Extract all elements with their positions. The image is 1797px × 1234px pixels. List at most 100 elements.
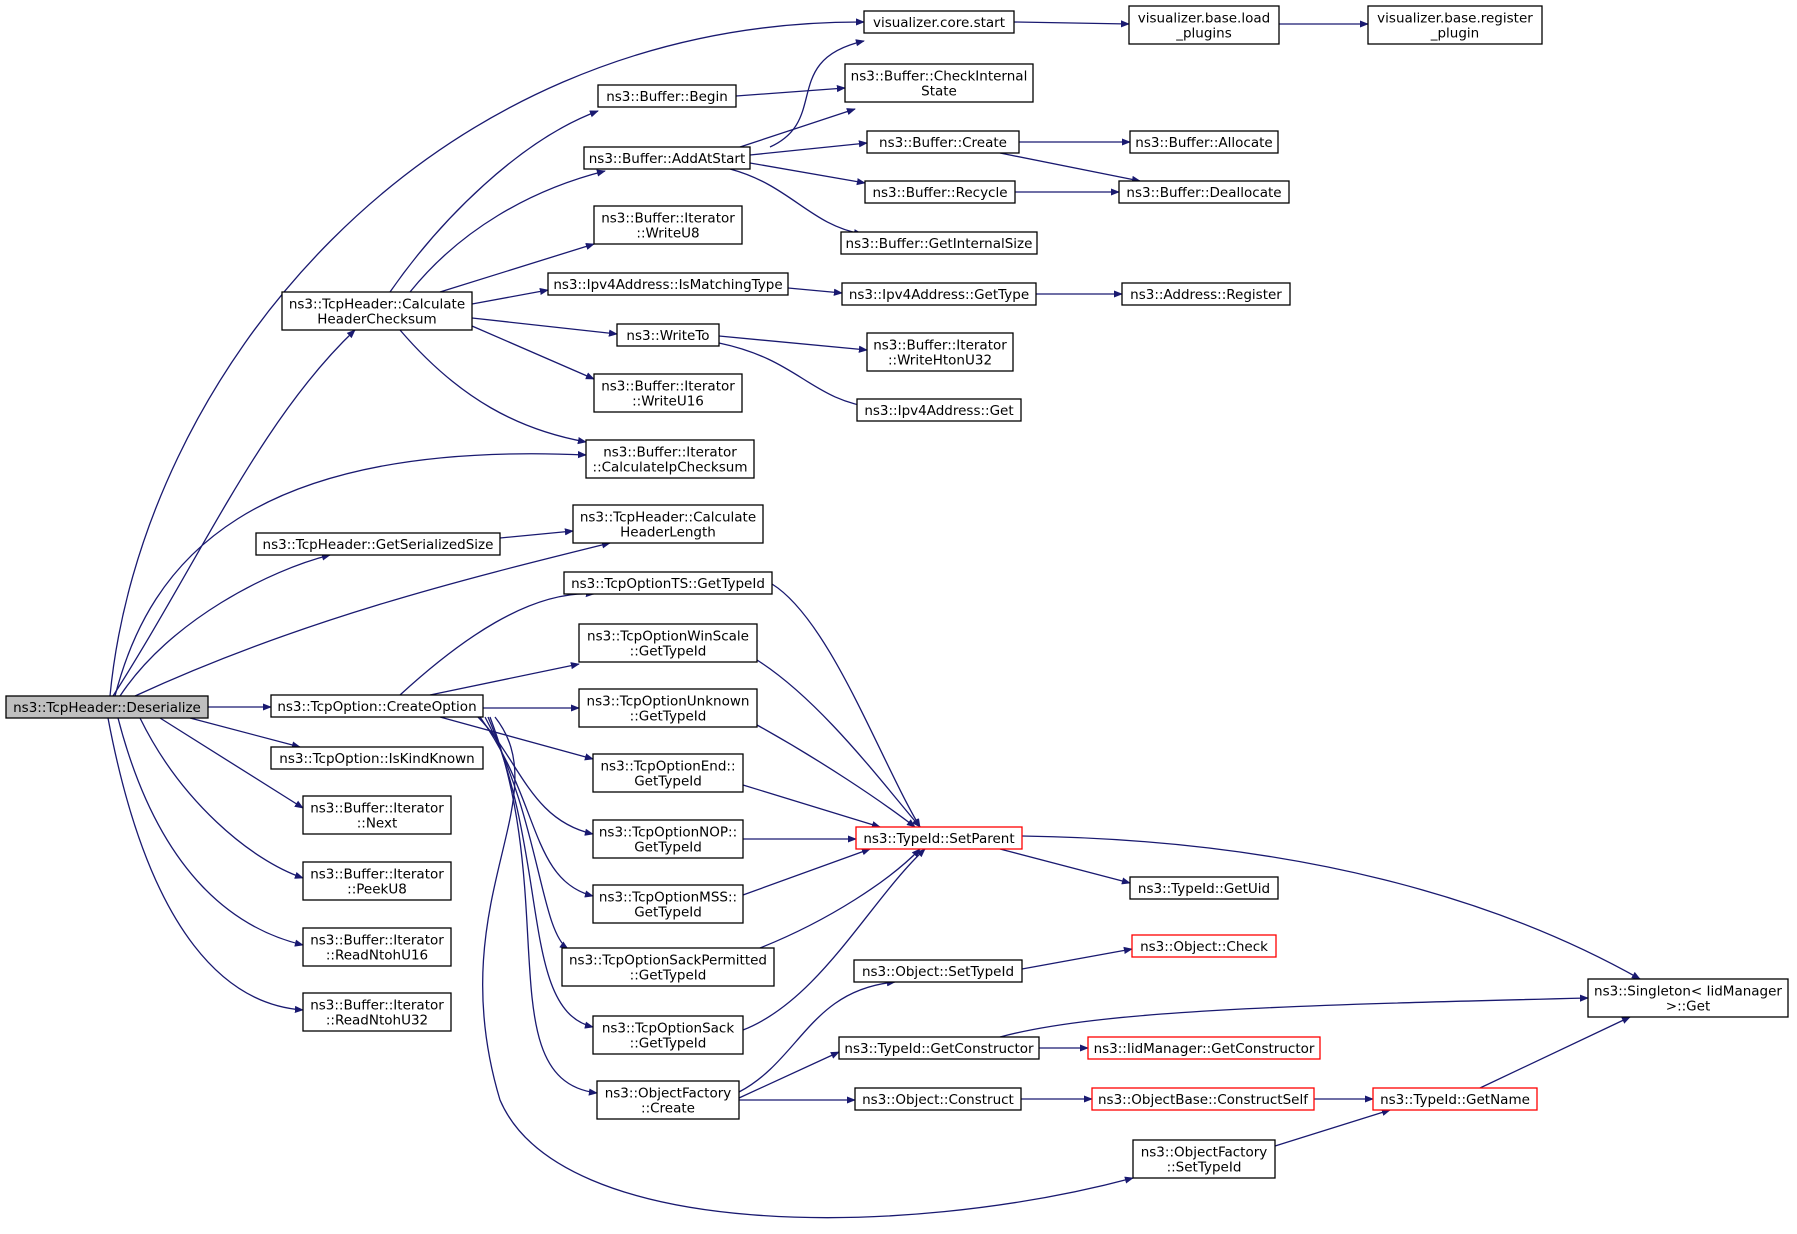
- node-box: [856, 398, 1022, 422]
- edge-writeto-to-ipv4_get: [718, 342, 877, 411]
- node-label-line: ns3::Buffer::Allocate: [1135, 135, 1272, 151]
- node-obj-construct[interactable]: ns3::Object::Construct: [854, 1087, 1022, 1111]
- node-label-line: ns3::ObjectBase::ConstructSelf: [1098, 1092, 1309, 1108]
- node-vis-load[interactable]: visualizer.base.load_plugins: [1128, 5, 1280, 45]
- node-label-line: ns3::Buffer::Iterator: [310, 933, 444, 949]
- node-it-writeu8[interactable]: ns3::Buffer::Iterator::WriteU8: [593, 205, 743, 245]
- node-label-line: ::SetTypeId: [1167, 1160, 1242, 1176]
- edge-objfactory_create-to-obj_settypeid: [738, 979, 896, 1093]
- node-optmss[interactable]: ns3::TcpOptionMSS::GetTypeId: [592, 884, 744, 924]
- node-box: [1121, 282, 1291, 306]
- node-readntoh16[interactable]: ns3::Buffer::Iterator::ReadNtohU16: [302, 927, 452, 967]
- node-buf-begin[interactable]: ns3::Buffer::Begin: [597, 84, 737, 108]
- node-buf-getintsize[interactable]: ns3::Buffer::GetInternalSize: [840, 231, 1038, 255]
- node-label-line: GetTypeId: [634, 905, 702, 921]
- edge-calc_checksum-to-ipv4_ismatching: [471, 287, 549, 305]
- node-label-line: ns3::Buffer::Iterator: [603, 445, 737, 461]
- node-singleton-get[interactable]: ns3::Singleton< IidManager>::Get: [1587, 978, 1789, 1018]
- node-ipv4-gettype[interactable]: ns3::Ipv4Address::GetType: [841, 282, 1037, 306]
- node-createoption[interactable]: ns3::TcpOption::CreateOption: [270, 694, 484, 718]
- node-label-line: visualizer.base.register: [1377, 11, 1533, 27]
- node-box: [302, 861, 452, 901]
- node-writeto[interactable]: ns3::WriteTo: [616, 323, 720, 347]
- node-box: [302, 795, 452, 835]
- node-getconstructor[interactable]: ns3::TypeId::GetConstructor: [838, 1036, 1040, 1060]
- node-label-line: ns3::Buffer::AddAtStart: [589, 151, 746, 167]
- node-box: [585, 439, 755, 479]
- node-label-line: ns3::Buffer::Iterator: [310, 801, 444, 817]
- node-winscale[interactable]: ns3::TcpOptionWinScale::GetTypeId: [578, 623, 758, 663]
- node-label-line: >::Get: [1666, 999, 1710, 1015]
- node-getuid[interactable]: ns3::TypeId::GetUid: [1129, 876, 1279, 900]
- node-label-line: ns3::Buffer::Iterator: [873, 338, 1007, 354]
- node-label-line: ns3::TcpOptionWinScale: [587, 629, 749, 645]
- node-constructself[interactable]: ns3::ObjectBase::ConstructSelf: [1091, 1087, 1315, 1111]
- node-get-ser-size[interactable]: ns3::TcpHeader::GetSerializedSize: [255, 532, 501, 556]
- node-box: [1129, 876, 1279, 900]
- node-label-line: ns3::TcpOptionTS::GetTypeId: [571, 576, 765, 592]
- node-buf-allocate[interactable]: ns3::Buffer::Allocate: [1129, 130, 1279, 154]
- node-buf-deallocate[interactable]: ns3::Buffer::Deallocate: [1118, 180, 1290, 204]
- node-objfactory-settypeid[interactable]: ns3::ObjectFactory::SetTypeId: [1132, 1139, 1276, 1179]
- node-iid-getconstructor[interactable]: ns3::IidManager::GetConstructor: [1087, 1036, 1321, 1060]
- node-optnop[interactable]: ns3::TcpOptionNOP::GetTypeId: [592, 819, 744, 859]
- node-buf-addatstart[interactable]: ns3::Buffer::AddAtStart: [583, 146, 751, 170]
- node-buf-recycle[interactable]: ns3::Buffer::Recycle: [864, 180, 1016, 204]
- node-label-line: ns3::Ipv4Address::Get: [864, 403, 1013, 419]
- edge-optend-to-setparent: [742, 784, 881, 829]
- node-label-line: ns3::TcpOptionEnd::: [600, 759, 735, 775]
- node-label-line: visualizer.base.load: [1138, 11, 1270, 27]
- node-label-line: ns3::Buffer::Begin: [606, 89, 728, 105]
- node-box: [1372, 1087, 1538, 1111]
- node-peeku8[interactable]: ns3::Buffer::Iterator::PeekU8: [302, 861, 452, 901]
- node-label-line: ns3::ObjectFactory: [1141, 1145, 1268, 1161]
- node-objfactory-create[interactable]: ns3::ObjectFactory::Create: [596, 1080, 740, 1120]
- node-sackperm[interactable]: ns3::TcpOptionSackPermitted::GetTypeId: [561, 947, 775, 987]
- node-box: [592, 1015, 744, 1055]
- node-box: [854, 1087, 1022, 1111]
- node-box: [578, 688, 758, 728]
- node-readntoh32[interactable]: ns3::Buffer::Iterator::ReadNtohU32: [302, 992, 452, 1032]
- node-it-writeu16[interactable]: ns3::Buffer::Iterator::WriteU16: [593, 373, 743, 413]
- edge-setparent-to-getuid: [999, 848, 1131, 885]
- node-box: [1131, 934, 1277, 958]
- node-ts-gettypeid[interactable]: ns3::TcpOptionTS::GetTypeId: [563, 571, 773, 595]
- node-iskindknown[interactable]: ns3::TcpOption::IsKindKnown: [270, 746, 484, 770]
- edge-calc_checksum-to-it_calcip: [399, 329, 587, 445]
- node-vis-start[interactable]: visualizer.core.start: [863, 10, 1015, 34]
- node-optsack[interactable]: ns3::TcpOptionSack::GetTypeId: [592, 1015, 744, 1055]
- node-box: [281, 291, 473, 331]
- node-label-line: ns3::TcpHeader::Deserialize: [13, 700, 201, 716]
- node-label-line: ns3::Buffer::Iterator: [310, 867, 444, 883]
- node-label-line: _plugins: [1175, 26, 1232, 42]
- node-box: [1118, 180, 1290, 204]
- node-ipv4-ismatching[interactable]: ns3::Ipv4Address::IsMatchingType: [547, 272, 789, 296]
- node-label-line: _plugin: [1430, 26, 1480, 42]
- node-setparent[interactable]: ns3::TypeId::SetParent: [855, 826, 1023, 850]
- node-box: [840, 231, 1038, 255]
- node-ipv4-get[interactable]: ns3::Ipv4Address::Get: [856, 398, 1022, 422]
- node-obj-settypeid[interactable]: ns3::Object::SetTypeId: [853, 959, 1023, 983]
- edge-deserialize-to-calc_hdrlen: [134, 541, 611, 697]
- node-vis-register[interactable]: visualizer.base.register_plugin: [1367, 5, 1543, 45]
- node-obj-check[interactable]: ns3::Object::Check: [1131, 934, 1277, 958]
- node-box: [853, 959, 1023, 983]
- node-unknown[interactable]: ns3::TcpOptionUnknown::GetTypeId: [578, 688, 758, 728]
- node-label-line: ::GetTypeId: [630, 644, 707, 660]
- node-it-calcip[interactable]: ns3::Buffer::Iterator::CalculateIpChecks…: [585, 439, 755, 479]
- node-it-writehton[interactable]: ns3::Buffer::Iterator::WriteHtonU32: [866, 332, 1014, 372]
- node-box: [578, 623, 758, 663]
- node-addr-register[interactable]: ns3::Address::Register: [1121, 282, 1291, 306]
- node-buf-create[interactable]: ns3::Buffer::Create: [866, 130, 1020, 154]
- node-typeid-getname[interactable]: ns3::TypeId::GetName: [1372, 1087, 1538, 1111]
- node-optend[interactable]: ns3::TcpOptionEnd::GetTypeId: [592, 753, 744, 793]
- node-deserialize[interactable]: ns3::TcpHeader::Deserialize: [5, 695, 209, 719]
- node-next[interactable]: ns3::Buffer::Iterator::Next: [302, 795, 452, 835]
- node-box: [1129, 130, 1279, 154]
- node-label-line: ::Create: [641, 1101, 695, 1117]
- node-label-line: visualizer.core.start: [873, 15, 1005, 31]
- edge-createoption-to-winscale: [429, 662, 580, 696]
